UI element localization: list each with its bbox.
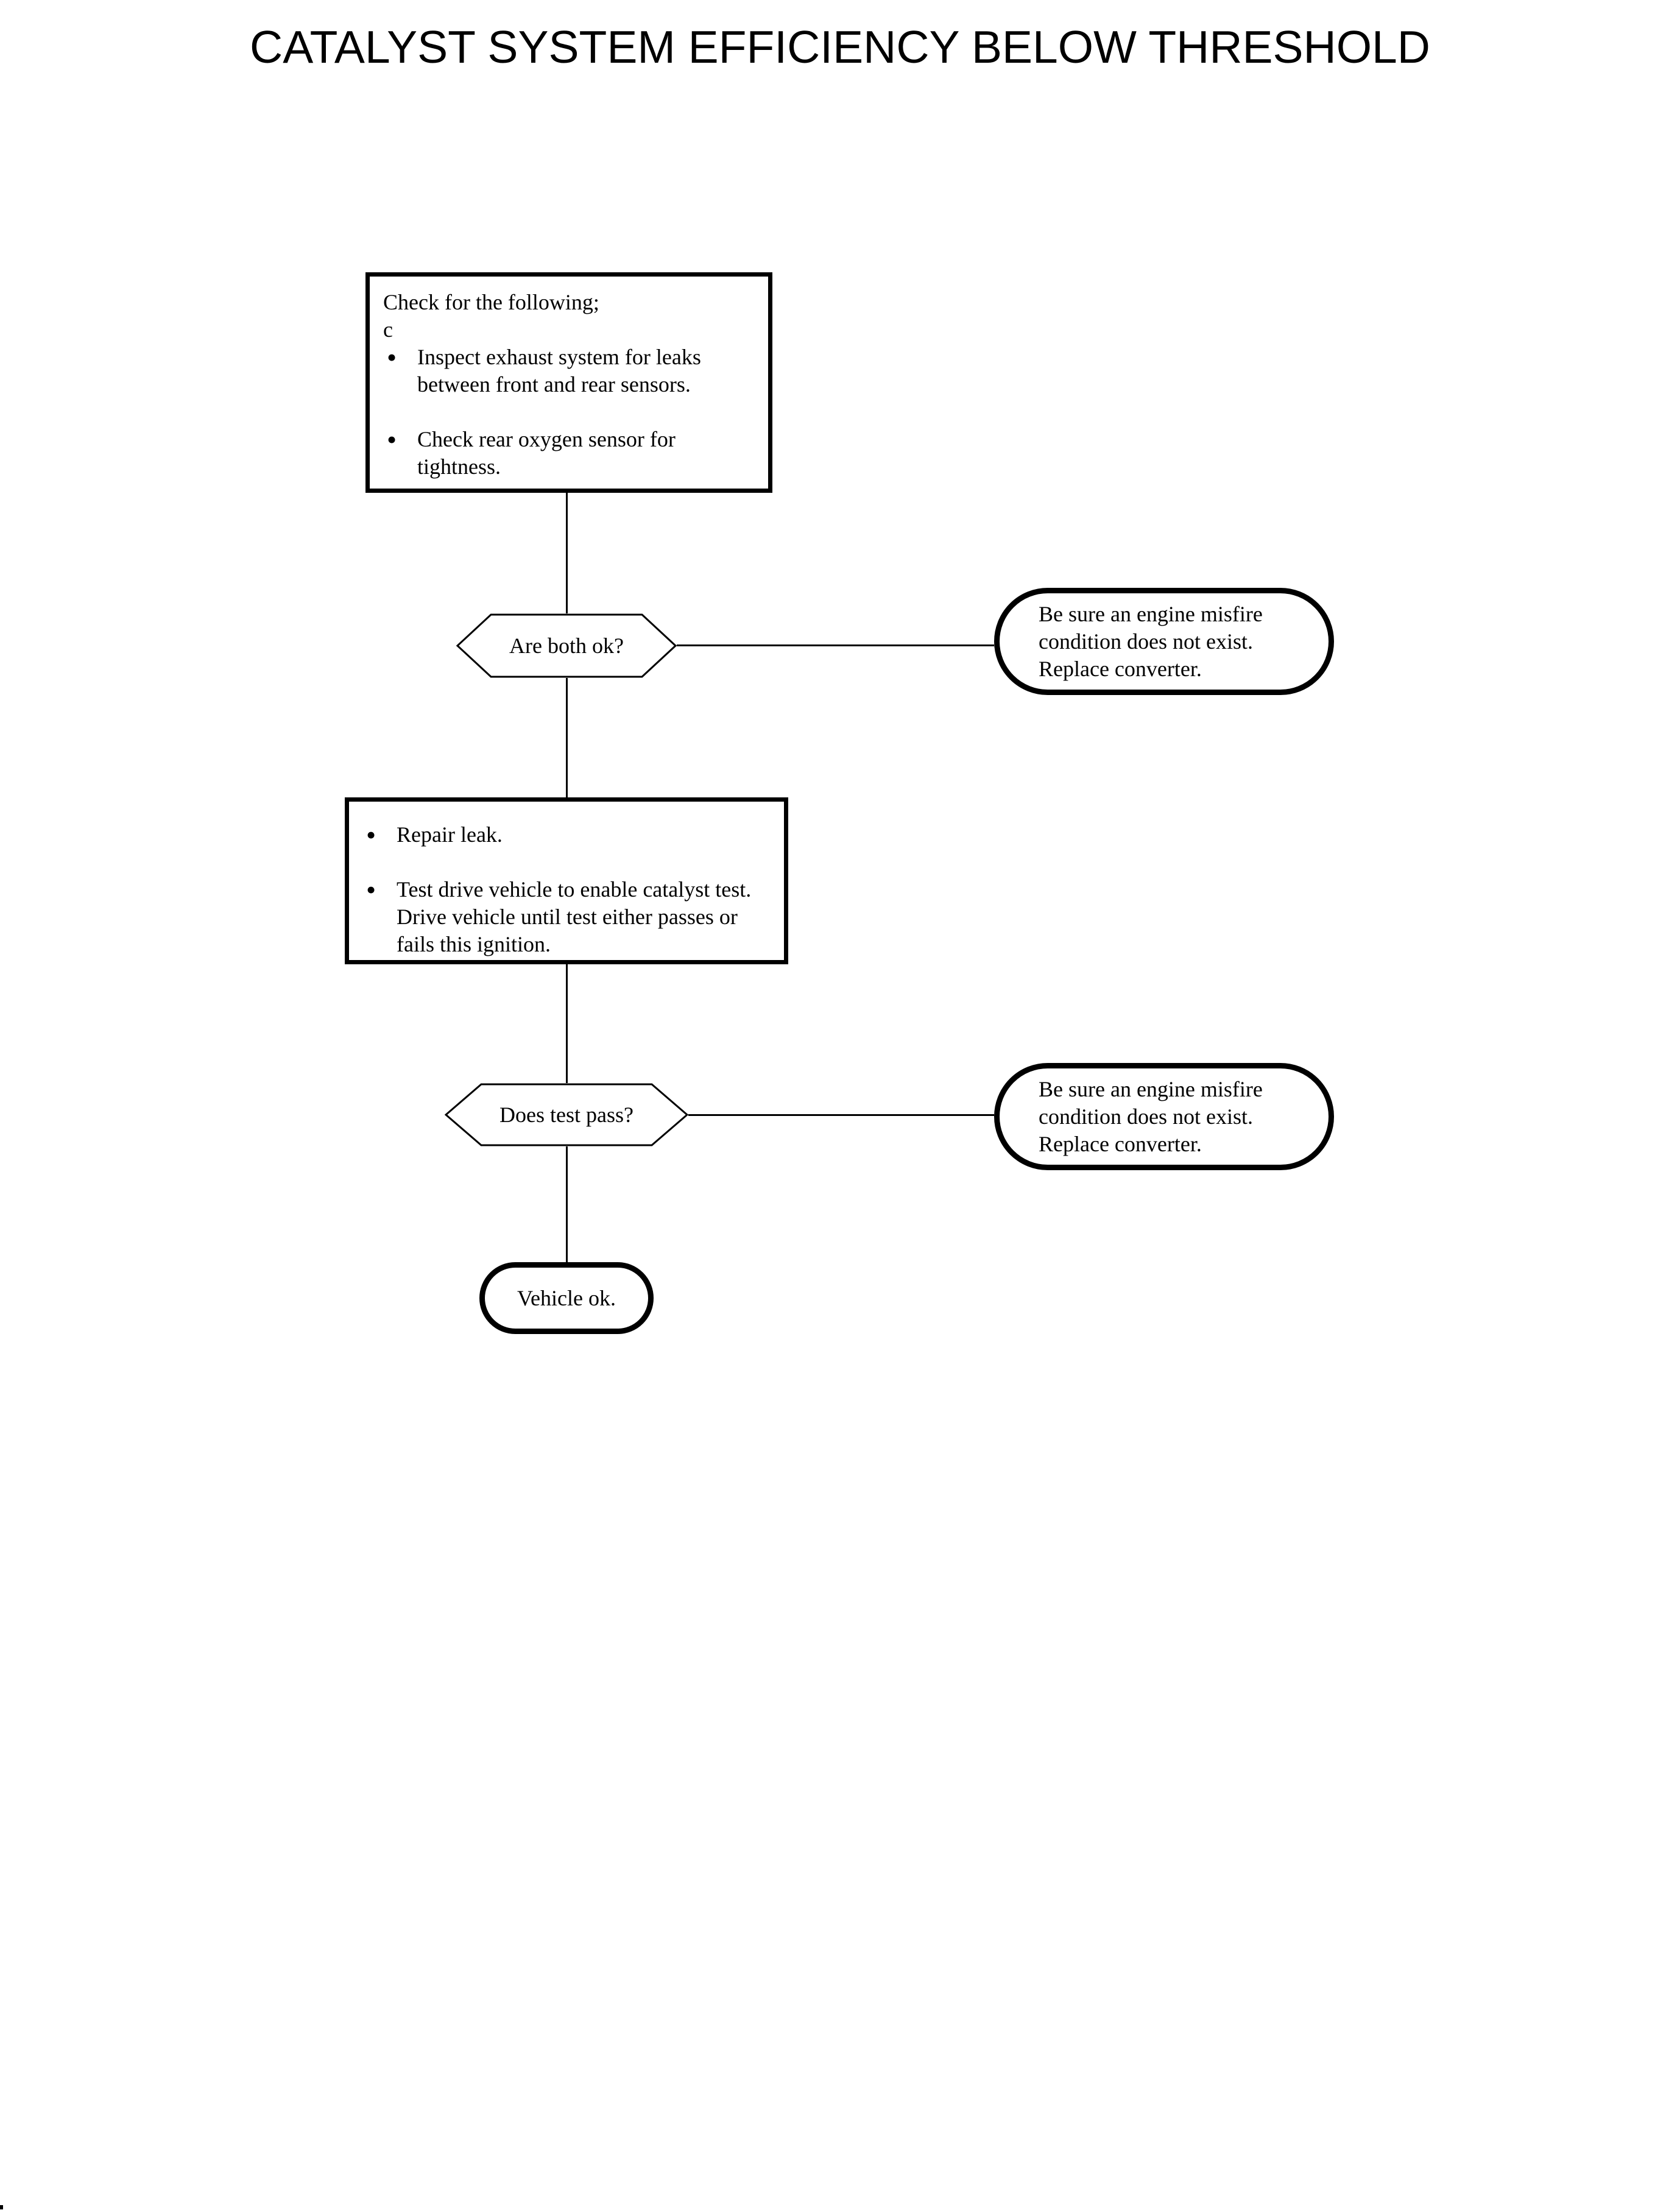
- scan-artifact-mark: [0, 2205, 3, 2209]
- bullet-item-inspect-exhaust: • Inspect exhaust system for leaks betwe…: [383, 344, 757, 398]
- terminator-text-line: condition does not exist.: [1039, 629, 1253, 654]
- terminator-text-line: Replace converter.: [1039, 656, 1202, 681]
- connector-check-to-decision: [566, 493, 568, 613]
- terminator-text-line: condition does not exist.: [1039, 1104, 1253, 1129]
- bullet-text: Inspect exhaust system for leaks between…: [417, 345, 701, 397]
- decision-label: Does test pass?: [499, 1103, 634, 1127]
- terminator-text-line: Be sure an engine misfire: [1039, 601, 1263, 626]
- decision-label: Are both ok?: [509, 634, 624, 658]
- terminal-label: Vehicle ok.: [517, 1286, 616, 1310]
- bullet-icon: •: [366, 874, 376, 905]
- bullet-item-repair-leak: • Repair leak.: [362, 821, 775, 849]
- bullet-text: Test drive vehicle to enable catalyst te…: [397, 877, 752, 956]
- connector-decision-to-repair: [566, 678, 568, 797]
- hexagon-shape: [456, 613, 677, 678]
- connector-decision-to-end: [566, 1146, 568, 1262]
- connector-decision-to-misfire-2: [688, 1114, 994, 1116]
- hexagon-shape: [445, 1083, 688, 1146]
- stray-character: c: [383, 317, 393, 342]
- terminator-text-line: Replace converter.: [1039, 1131, 1202, 1156]
- decision-does-test-pass: Does test pass?: [445, 1083, 688, 1146]
- terminator-vehicle-ok: Vehicle ok.: [479, 1262, 654, 1334]
- process-box-repair-leak: • Repair leak. • Test drive vehicle to e…: [345, 797, 788, 964]
- decision-are-both-ok: Are both ok?: [456, 613, 677, 678]
- terminator-replace-converter-2: Be sure an engine misfire condition does…: [994, 1063, 1334, 1170]
- connector-decision-to-misfire-1: [677, 644, 994, 646]
- bullet-icon: •: [387, 424, 397, 455]
- bullet-text: Check rear oxygen sensor for tightness.: [417, 427, 676, 479]
- bullet-icon: •: [387, 342, 397, 373]
- page-title: CATALYST SYSTEM EFFICIENCY BELOW THRESHO…: [250, 21, 1430, 72]
- process-box-check-for-following: Check for the following; c • Inspect exh…: [365, 272, 772, 493]
- terminator-text-line: Be sure an engine misfire: [1039, 1076, 1263, 1101]
- terminator-replace-converter-1: Be sure an engine misfire condition does…: [994, 588, 1334, 695]
- bullet-text: Repair leak.: [397, 822, 503, 847]
- connector-repair-to-decision: [566, 964, 568, 1083]
- bullet-icon: •: [366, 819, 376, 850]
- bullet-item-test-drive: • Test drive vehicle to enable catalyst …: [362, 876, 775, 958]
- bullet-item-check-oxygen-sensor: • Check rear oxygen sensor for tightness…: [383, 426, 757, 481]
- process-intro-text: Check for the following;: [383, 290, 599, 314]
